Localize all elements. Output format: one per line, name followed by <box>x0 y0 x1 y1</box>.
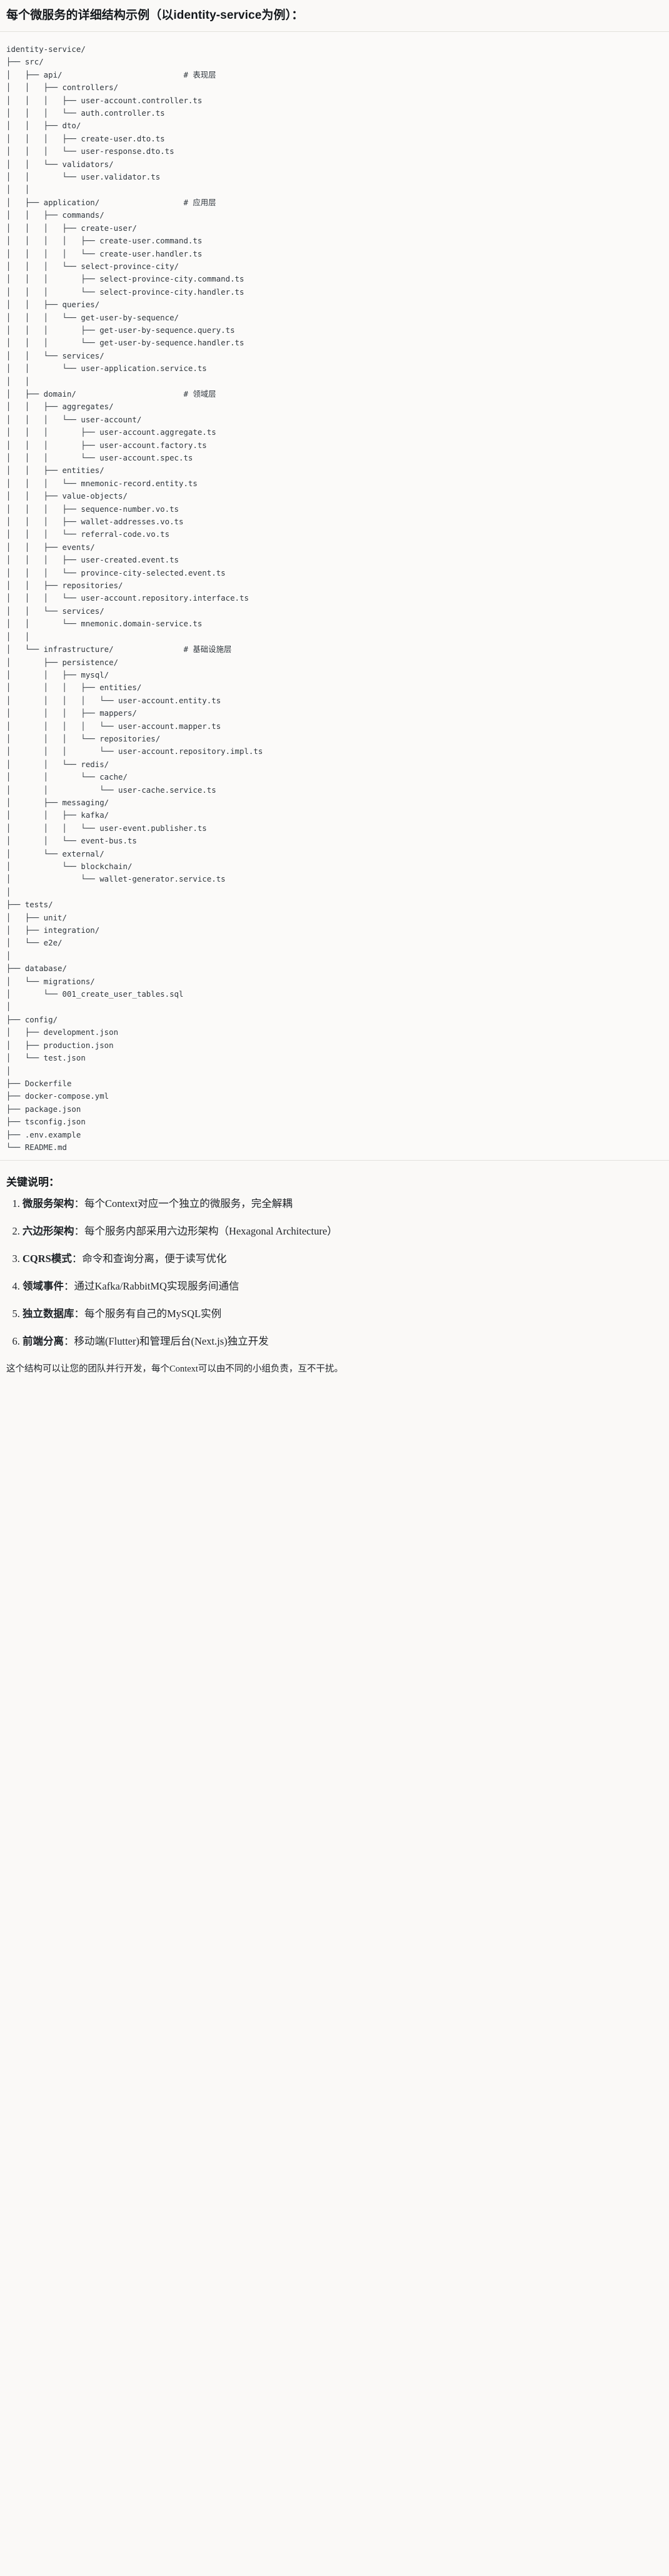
directory-tree-block: identity-service/ ├── src/ │ ├── api/ # … <box>0 32 669 1161</box>
note-label: 六边形架构 <box>23 1225 74 1238</box>
list-item: 六边形架构：每个服务内部采用六边形架构（Hexagonal Architectu… <box>23 1224 663 1238</box>
tree-divider <box>0 1160 669 1161</box>
list-item: 微服务架构：每个Context对应一个独立的微服务，完全解耦 <box>23 1197 663 1211</box>
note-label: 前端分离 <box>23 1335 64 1348</box>
key-notes-heading: 关键说明： <box>6 1176 59 1189</box>
directory-tree: identity-service/ ├── src/ │ ├── api/ # … <box>6 44 263 1152</box>
page-title: 每个微服务的详细结构示例（以identity-service为例）： <box>6 9 304 22</box>
note-label: CQRS模式 <box>23 1253 72 1265</box>
note-text: ：通过Kafka/RabbitMQ实现服务间通信 <box>64 1280 239 1293</box>
note-text: ：移动端(Flutter)和管理后台(Next.js)独立开发 <box>64 1335 269 1348</box>
list-item: 领域事件：通过Kafka/RabbitMQ实现服务间通信 <box>23 1280 663 1293</box>
note-text: ：每个Context对应一个独立的微服务，完全解耦 <box>74 1198 293 1210</box>
closing-paragraph: 这个结构可以让您的团队并行开发，每个Context可以由不同的小组负责，互不干扰… <box>6 1364 343 1375</box>
list-item: 前端分离：移动端(Flutter)和管理后台(Next.js)独立开发 <box>23 1335 663 1348</box>
note-label: 领域事件 <box>23 1280 64 1293</box>
note-label: 微服务架构 <box>23 1198 74 1210</box>
key-notes-list: 微服务架构：每个Context对应一个独立的微服务，完全解耦 六边形架构：每个服… <box>6 1197 663 1348</box>
list-item: 独立数据库：每个服务有自己的MySQL实例 <box>23 1307 663 1321</box>
key-notes-section: 关键说明： 微服务架构：每个Context对应一个独立的微服务，完全解耦 六边形… <box>0 1161 669 1376</box>
note-text: ：每个服务内部采用六边形架构（Hexagonal Architecture） <box>74 1225 338 1238</box>
note-label: 独立数据库 <box>23 1308 74 1320</box>
list-item: CQRS模式：命令和查询分离，便于读写优化 <box>23 1252 663 1266</box>
note-text: ：每个服务有自己的MySQL实例 <box>74 1308 222 1320</box>
title-divider <box>0 31 669 32</box>
note-text: ：命令和查询分离，便于读写优化 <box>71 1253 227 1265</box>
